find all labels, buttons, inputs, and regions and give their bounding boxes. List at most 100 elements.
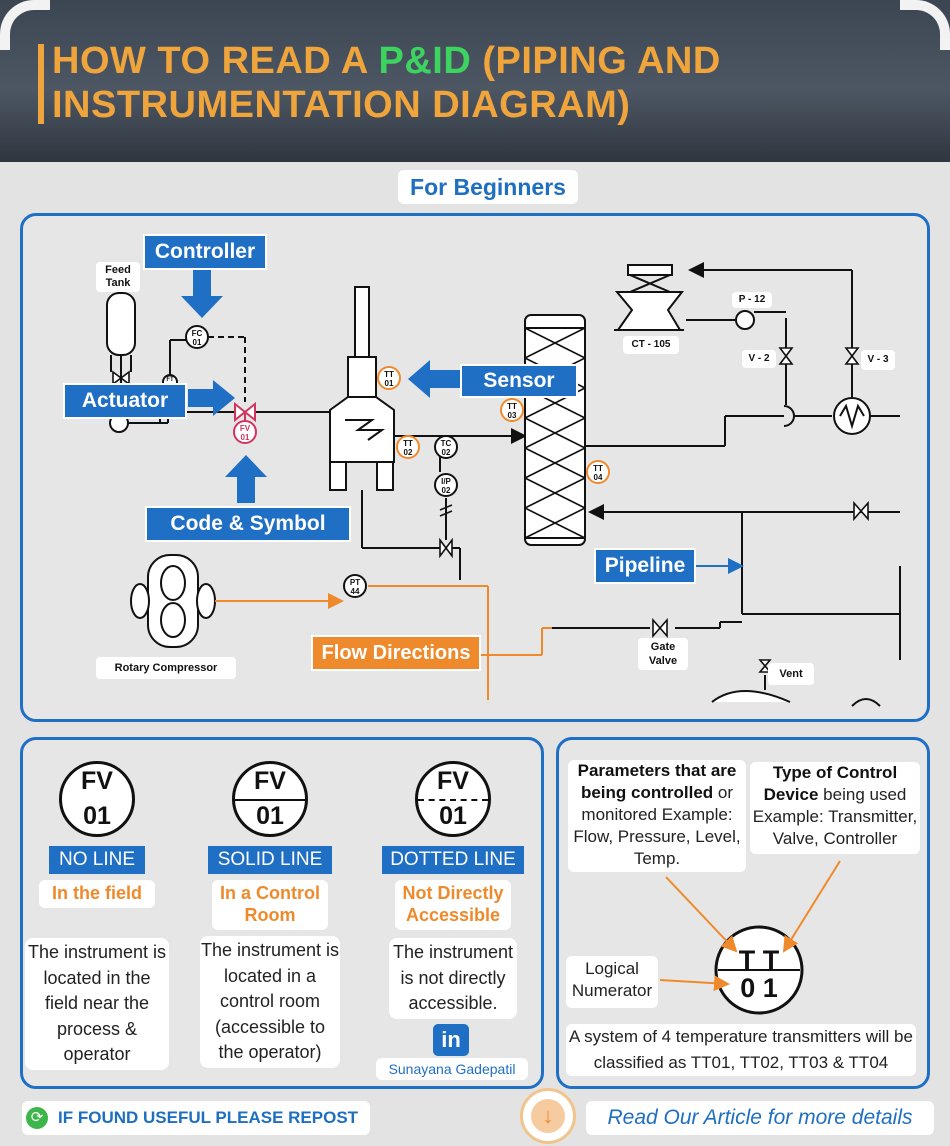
instrument-tag: TT bbox=[593, 464, 603, 473]
valve-v3-icon bbox=[844, 347, 860, 365]
instrument-tag: TT bbox=[384, 370, 394, 379]
rotary-compressor-label: Rotary Compressor bbox=[96, 657, 236, 679]
feed-tank bbox=[106, 292, 136, 356]
frame-corner bbox=[0, 0, 50, 50]
instrument-tag: TC bbox=[440, 439, 452, 448]
cooling-tower-label: CT - 105 bbox=[623, 336, 679, 354]
description-line: operator bbox=[63, 1044, 131, 1064]
description-line: the operator) bbox=[218, 1042, 322, 1062]
pipeline-callout: Pipeline bbox=[594, 548, 696, 584]
arrow-down-icon: ↓ bbox=[531, 1099, 565, 1133]
valve-v2-icon bbox=[778, 347, 794, 365]
exchanger-neck bbox=[347, 356, 377, 398]
flow-directions-callout: Flow Directions bbox=[311, 635, 481, 671]
instrument-number: 01 bbox=[240, 433, 250, 442]
vent-valve-icon bbox=[758, 659, 772, 673]
description-line: The instrument bbox=[392, 942, 514, 962]
gate-valve-icon bbox=[652, 617, 668, 639]
location-description: The instrument is located in a control roo… bbox=[200, 936, 340, 1068]
tag-letters: T T bbox=[738, 945, 780, 975]
description-line: field near the bbox=[44, 993, 150, 1013]
description-line: located in a bbox=[223, 965, 317, 986]
symbol-number: 01 bbox=[439, 802, 467, 830]
parameter-explanation: Parameters that are being controlled or … bbox=[568, 760, 746, 872]
description-line: (accessible to bbox=[214, 1016, 326, 1037]
sensor-arrow bbox=[408, 360, 430, 398]
description-line: is not directly bbox=[400, 967, 506, 988]
location-label: Not Directly Accessible bbox=[395, 880, 511, 930]
repost-icon: ⟳ bbox=[26, 1107, 48, 1129]
description-line: located in the bbox=[43, 967, 151, 988]
instrument-tag: FV bbox=[239, 424, 251, 433]
linkedin-icon[interactable]: in bbox=[433, 1024, 469, 1056]
control-valve-icon bbox=[439, 537, 453, 559]
description-line: The instrument is bbox=[27, 942, 167, 962]
location-description: The instrument is located in the field nea… bbox=[25, 938, 169, 1070]
instrument-tag: TT bbox=[403, 439, 413, 448]
logical-numerator-label: Logical Numerator bbox=[566, 956, 658, 1008]
frame-corner bbox=[900, 0, 950, 50]
instrument-number: 44 bbox=[350, 587, 360, 596]
title-accent-bar bbox=[38, 44, 44, 124]
valve-v2-label: V - 2 bbox=[742, 350, 776, 368]
page-title-line2: INSTRUMENTATION DIAGRAM) bbox=[52, 84, 631, 126]
actuator-arrow bbox=[213, 380, 235, 416]
instrument-symbol-dashed: FV 01 bbox=[415, 761, 491, 837]
symbol-tag: FV bbox=[254, 767, 286, 795]
instrument-number: 02 bbox=[441, 448, 451, 457]
instrument-tag: TT bbox=[507, 402, 517, 411]
read-article-link[interactable]: Read Our Article for more details bbox=[586, 1101, 934, 1135]
tag-number: 0 1 bbox=[740, 973, 778, 1003]
tag-example-note: A system of 4 temperature transmitters w… bbox=[566, 1024, 916, 1076]
page-subtitle: For Beginners bbox=[398, 170, 578, 204]
instrument-tag: I/P bbox=[441, 477, 451, 486]
instrument-symbol-none: FV 01 bbox=[59, 761, 135, 837]
line-type-label: DOTTED LINE bbox=[382, 846, 524, 874]
device-explanation: Type of Control Device being used Exampl… bbox=[750, 762, 920, 854]
controller-callout: Controller bbox=[143, 234, 267, 270]
description-line: control room bbox=[219, 991, 321, 1011]
distillation-column bbox=[524, 314, 586, 546]
instrument-number: 01 bbox=[192, 338, 202, 347]
instrument-number: 02 bbox=[403, 448, 413, 457]
code-arrow bbox=[225, 455, 267, 477]
page-title-line1: HOW TO READ A P&ID (PIPING AND bbox=[52, 40, 721, 82]
instrument-symbol-solid: FV 01 bbox=[232, 761, 308, 837]
actuator-callout: Actuator bbox=[63, 383, 187, 419]
symbol-number: 01 bbox=[83, 802, 111, 830]
instrument-tag: FT bbox=[166, 377, 174, 383]
instrument-number: 01 bbox=[384, 379, 394, 388]
description-line: The instrument is bbox=[200, 940, 340, 960]
instrument-number: 03 bbox=[507, 411, 517, 420]
symbol-tag: FV bbox=[81, 767, 113, 795]
valve-icon bbox=[112, 370, 130, 386]
description-line: process & bbox=[56, 1018, 138, 1039]
sensor-callout: Sensor bbox=[460, 364, 578, 398]
controller-arrow bbox=[181, 296, 223, 318]
symbol-tag: FV bbox=[437, 767, 469, 795]
author-name: Sunayana Gadepatil bbox=[376, 1058, 528, 1080]
instrument-tag: PT bbox=[349, 578, 361, 587]
pump-p12 bbox=[735, 310, 755, 330]
valve-icon bbox=[853, 500, 869, 522]
line-type-label: NO LINE bbox=[49, 846, 145, 874]
line-type-label: SOLID LINE bbox=[208, 846, 332, 874]
repost-banner: IF FOUND USEFUL PLEASE REPOST bbox=[22, 1101, 371, 1135]
pump-label: P - 12 bbox=[732, 292, 772, 308]
read-more-button[interactable]: ↓ bbox=[520, 1088, 576, 1144]
instrument-number: 04 bbox=[593, 473, 603, 482]
valve-v3-label: V - 3 bbox=[861, 350, 895, 370]
symbol-number: 01 bbox=[256, 802, 284, 830]
location-label: In the field bbox=[39, 880, 155, 908]
instrument-tag: FC bbox=[191, 329, 203, 338]
tag-anatomy-graphic bbox=[659, 860, 841, 1015]
